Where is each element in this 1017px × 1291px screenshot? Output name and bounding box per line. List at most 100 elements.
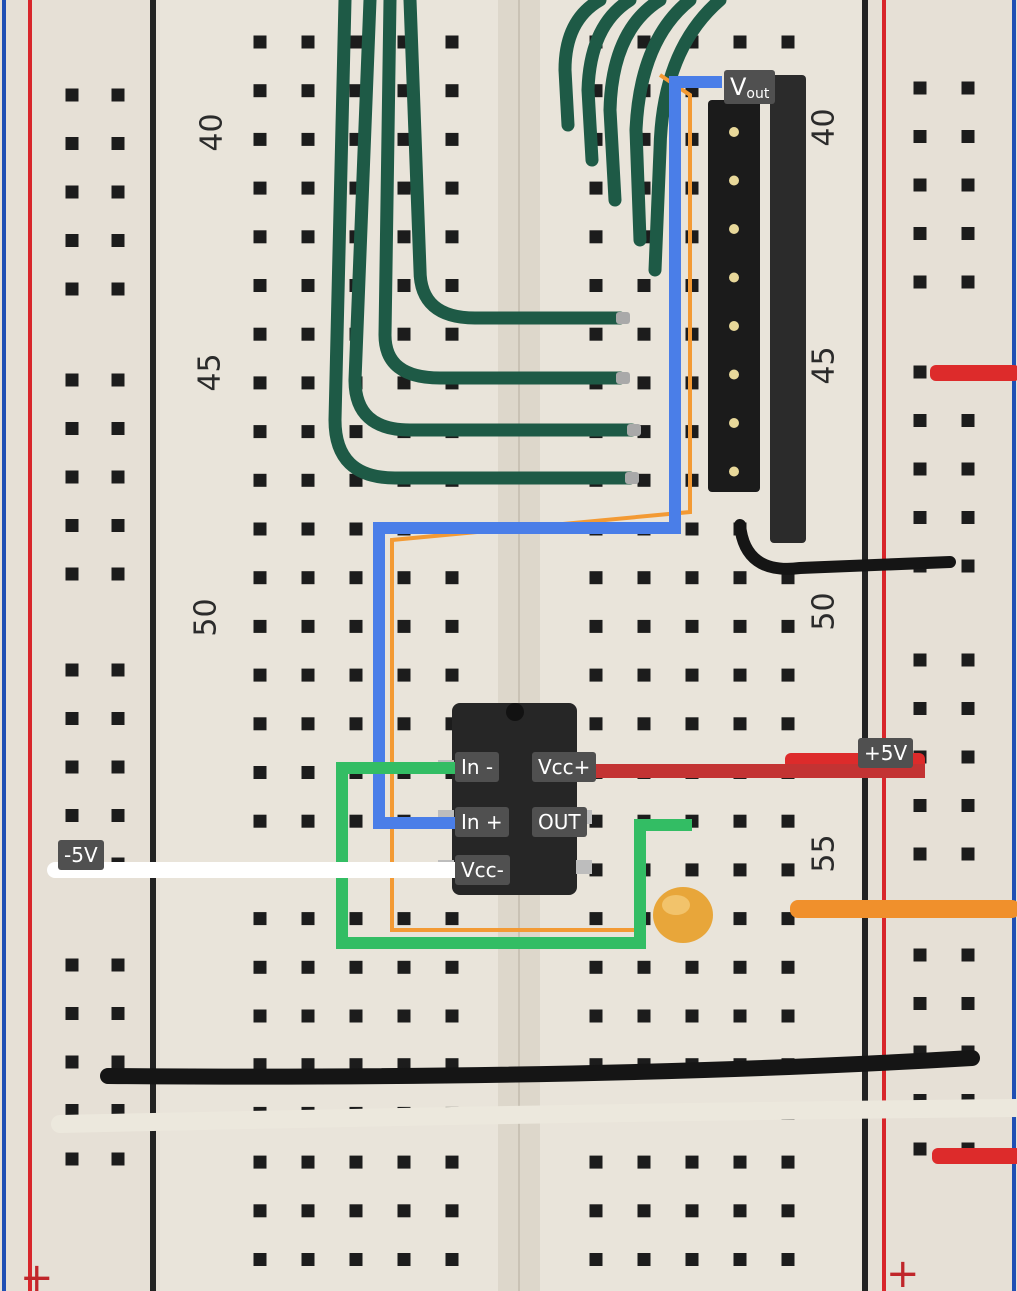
breadboard-hole xyxy=(397,717,411,731)
breadboard-hole xyxy=(589,327,603,341)
breadboard-hole xyxy=(913,365,927,379)
breadboard-hole xyxy=(685,571,699,585)
breadboard-hole xyxy=(253,230,267,244)
breadboard-hole xyxy=(781,1009,795,1023)
breadboard-hole xyxy=(913,178,927,192)
breadboard-hole xyxy=(253,1009,267,1023)
label-vout-sub: out xyxy=(746,86,770,102)
breadboard-hole xyxy=(589,1204,603,1218)
breadboard-hole xyxy=(111,185,125,199)
breadboard-hole xyxy=(637,619,651,633)
breadboard-hole xyxy=(781,912,795,926)
breadboard-hole xyxy=(253,960,267,974)
left-rail-blue-line xyxy=(2,0,6,1291)
header-pin xyxy=(729,418,739,428)
breadboard-hole xyxy=(349,571,363,585)
breadboard-hole xyxy=(781,619,795,633)
breadboard-hole xyxy=(397,1204,411,1218)
header-pin xyxy=(729,127,739,137)
breadboard-hole xyxy=(445,230,459,244)
right-rail-divider xyxy=(862,0,868,1291)
red-wire-row45 xyxy=(930,365,1017,381)
breadboard-hole xyxy=(637,1155,651,1169)
rail-plus-sign-right: + xyxy=(886,1251,920,1291)
breadboard-hole xyxy=(913,702,927,715)
breadboard-hole xyxy=(253,327,267,341)
breadboard-hole xyxy=(685,668,699,682)
breadboard-hole xyxy=(961,227,975,240)
breadboard-hole xyxy=(301,912,315,926)
breadboard-hole xyxy=(253,1253,267,1266)
breadboard-hole xyxy=(589,1155,603,1169)
breadboard-hole xyxy=(589,717,603,731)
green-jumper-wires xyxy=(328,0,727,485)
label-out: OUT xyxy=(532,807,587,837)
header-pin xyxy=(729,369,739,380)
breadboard-hole xyxy=(301,473,315,487)
breadboard-hole xyxy=(685,1253,699,1266)
orange-wire xyxy=(790,900,1017,918)
breadboard-hole xyxy=(65,809,79,822)
red-wire-bottom xyxy=(932,1148,1017,1164)
rail-plus-sign-left: + xyxy=(20,1255,54,1291)
breadboard-hole xyxy=(913,414,927,427)
breadboard-hole xyxy=(685,863,699,877)
breadboard-hole xyxy=(589,668,603,682)
breadboard-hole xyxy=(253,717,267,731)
breadboard-hole xyxy=(445,132,459,146)
label-minus-5v: -5V xyxy=(58,840,104,870)
breadboard-hole xyxy=(111,373,125,387)
breadboard-hole xyxy=(397,279,411,292)
breadboard-hole xyxy=(301,619,315,633)
breadboard-hole xyxy=(445,912,459,926)
breadboard-hole xyxy=(961,997,975,1010)
breadboard-hole xyxy=(445,571,459,585)
breadboard-hole xyxy=(637,279,651,292)
breadboard-hole xyxy=(589,863,603,877)
breadboard-hole xyxy=(253,1204,267,1218)
label-vcc-minus: Vcc- xyxy=(455,855,510,885)
white-wire-long xyxy=(51,1099,1017,1133)
breadboard-hole xyxy=(685,1204,699,1218)
breadboard-hole xyxy=(445,327,459,341)
breadboard-hole xyxy=(445,1009,459,1023)
breadboard-hole xyxy=(397,619,411,633)
breadboard-hole xyxy=(65,760,79,774)
breadboard-hole xyxy=(253,814,267,828)
breadboard-hole xyxy=(961,653,975,667)
breadboard-hole xyxy=(961,462,975,476)
breadboard-hole xyxy=(111,519,125,532)
breadboard-hole xyxy=(589,814,603,828)
header-pins xyxy=(729,127,739,477)
row-number-left-40: 40 xyxy=(194,113,230,152)
breadboard-hole xyxy=(913,81,927,95)
breadboard-hole xyxy=(781,814,795,828)
left-rail-divider xyxy=(150,0,156,1291)
breadboard-hole xyxy=(349,425,363,439)
breadboard-hole xyxy=(733,1253,747,1266)
breadboard-hole xyxy=(589,181,603,195)
label-vout-main: V xyxy=(730,73,747,101)
breadboard-hole xyxy=(301,668,315,682)
breadboard-hole xyxy=(733,960,747,974)
breadboard-hole xyxy=(733,1204,747,1218)
breadboard-hole xyxy=(445,279,459,292)
breadboard-hole xyxy=(397,230,411,244)
black-jumper-short xyxy=(734,519,956,575)
breadboard-hole xyxy=(397,376,411,390)
breadboard-hole xyxy=(301,132,315,146)
breadboard-hole xyxy=(589,912,603,926)
breadboard-hole xyxy=(111,760,125,774)
breadboard-hole xyxy=(397,327,411,341)
breadboard-hole xyxy=(781,863,795,877)
label-plus-5v: +5V xyxy=(858,738,914,768)
breadboard-hole xyxy=(913,462,927,476)
breadboard-hole xyxy=(253,473,267,487)
breadboard-hole xyxy=(65,1152,79,1166)
breadboard-hole xyxy=(253,668,267,682)
breadboard-hole xyxy=(65,712,79,725)
breadboard-hole xyxy=(397,132,411,146)
blue-trace xyxy=(373,76,722,829)
breadboard-hole xyxy=(589,279,603,292)
